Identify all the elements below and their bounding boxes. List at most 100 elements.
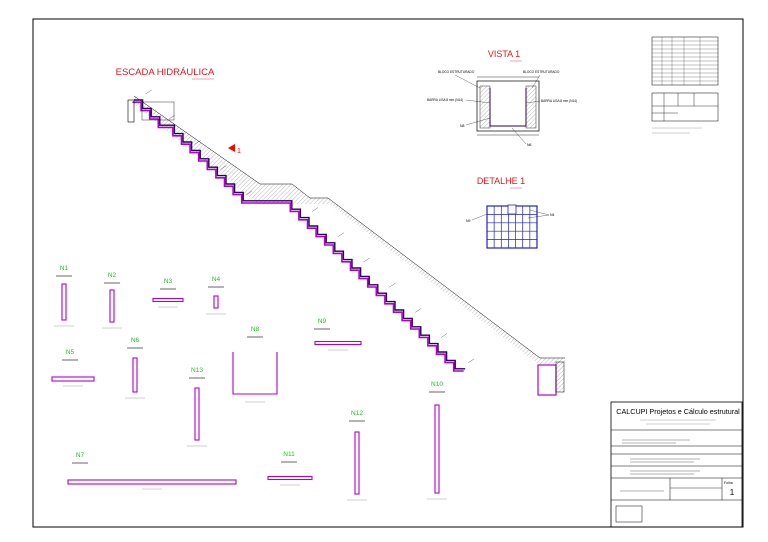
- bar-label: N9: [318, 318, 327, 325]
- vista-leader-right-bar: [525, 100, 541, 104]
- title-block-frame: [610, 401, 743, 528]
- step-dimension-tick: [389, 283, 396, 288]
- sheet-number: 1: [730, 488, 735, 497]
- vista-section: BLOCO ESTRUTURADO BLOCO ESTRUTURADO BARR…: [427, 70, 577, 147]
- bar-n7: N7: [67, 452, 237, 490]
- detalhe-title: DETALHE 1: [477, 176, 525, 186]
- stair-title: ESCADA HIDRÁULICA: [116, 67, 215, 78]
- bar-label: N4: [212, 276, 221, 283]
- vista-leader-left-top: [454, 74, 481, 89]
- step-dimension-tick: [194, 140, 201, 145]
- detail-marker-arrow: [228, 144, 235, 152]
- bar-shape: [434, 404, 440, 494]
- step-dimension-tick: [311, 207, 319, 212]
- bar-label: N5: [66, 349, 75, 356]
- bar-label: N11: [283, 451, 295, 458]
- vista-left-cell: [479, 85, 491, 129]
- bar-n4: N4: [206, 276, 226, 315]
- stair-bottom-wall: [555, 361, 565, 393]
- bar-n3: N3: [152, 278, 184, 308]
- vista-right-cell: [525, 85, 537, 129]
- bar-shape: [109, 289, 115, 323]
- tb-stamp-box: [615, 505, 643, 523]
- sheet-label: Folha: [724, 481, 733, 485]
- step-dimension-tick: [363, 257, 370, 263]
- bar-n6: N6: [125, 337, 145, 399]
- detalhe-leader-right2: [527, 214, 550, 219]
- stair-hatch-band: [134, 96, 565, 364]
- bar-shape: [132, 357, 138, 393]
- bar-shape: [267, 475, 313, 481]
- detalhe-notch: [507, 204, 517, 215]
- detalhe-label-right: N4: [550, 213, 555, 217]
- bar-label: N3: [164, 278, 173, 285]
- detalhe-label-left: N9: [466, 219, 471, 223]
- bar-n12: N12: [347, 410, 367, 501]
- bar-shape: [152, 297, 184, 303]
- vista-leader-right-top: [531, 74, 541, 89]
- step-dimension-tick: [145, 89, 152, 95]
- bar-n1: N1: [54, 265, 74, 327]
- bar-shape: [67, 479, 237, 485]
- stair-step-ticks: [145, 89, 475, 363]
- stair-bottom-box: [537, 364, 557, 396]
- vista-title: VISTA 1: [488, 49, 520, 59]
- bar-shape: [232, 352, 278, 395]
- vista-leader-left-bar: [465, 99, 491, 104]
- bar-label: N7: [76, 452, 85, 459]
- vista-label-right-top: BLOCO ESTRUTURADO: [523, 70, 560, 74]
- vista-label-left-top: BLOCO ESTRUTURADO: [438, 70, 475, 74]
- bar-label: N2: [108, 272, 117, 279]
- bar-label: N6: [131, 337, 140, 344]
- steel-table-grid: [652, 37, 718, 85]
- step-dimension-tick: [415, 308, 422, 313]
- bar-n2: N2: [102, 272, 122, 329]
- bar-label: N12: [351, 410, 363, 417]
- bar-label: N1: [60, 265, 69, 272]
- title-block: CALCUPI Projetos e Cálculo estrutural Fo…: [610, 401, 743, 528]
- bar-shape: [51, 376, 95, 382]
- vista-label-n8: N8: [460, 124, 465, 128]
- bar-n11: N11: [267, 451, 313, 486]
- bar-n13: N13: [187, 367, 207, 447]
- step-dimension-tick: [246, 190, 253, 195]
- detalhe-leader-right: [529, 209, 550, 216]
- vista-leader-n8: [465, 117, 491, 126]
- vista-label-right-bar: BARRA LISA 8 mm (N14): [541, 99, 577, 103]
- steel-summary-table: [651, 36, 719, 86]
- summary-table-frame: [651, 92, 719, 122]
- vista-label-left-bar: BARRA LISA 8 mm (N14): [427, 98, 463, 102]
- step-dimension-tick: [440, 333, 448, 338]
- bar-n9: N9: [314, 318, 362, 351]
- step-dimension-tick: [220, 165, 227, 170]
- bar-shape: [354, 431, 360, 495]
- detail-marker-number: 1: [237, 148, 241, 155]
- vista-outer-block: [476, 80, 540, 132]
- bar-label: N13: [191, 367, 203, 374]
- bar-n10: N10: [427, 381, 447, 500]
- detalhe-section: N9 N4: [466, 204, 555, 249]
- stair-rebar-main: [132, 101, 464, 372]
- bar-label: N10: [431, 381, 443, 388]
- vista-leader-n6: [511, 127, 527, 145]
- stair-top-wall: [127, 99, 135, 123]
- company-name: CALCUPI Projetos e Cálculo estrutural: [616, 407, 740, 416]
- stair-section: 1: [127, 89, 565, 396]
- bar-label: N8: [251, 326, 260, 333]
- stair-concrete-outline: [133, 95, 565, 359]
- bar-n5: N5: [51, 349, 95, 387]
- sheet-border: [32, 18, 744, 528]
- step-dimension-tick: [468, 358, 475, 363]
- step-dimension-tick: [337, 232, 344, 237]
- bar-n8: N8: [232, 326, 278, 403]
- bar-shape: [194, 387, 200, 441]
- vista-rebar-loop: [489, 88, 527, 127]
- bar-shape: [314, 340, 362, 346]
- stair-steps: [134, 99, 466, 370]
- vista-label-n6: N6: [527, 143, 532, 147]
- bar-shape: [213, 295, 219, 309]
- summary-table: [651, 92, 719, 134]
- stair-top-box: [141, 101, 175, 121]
